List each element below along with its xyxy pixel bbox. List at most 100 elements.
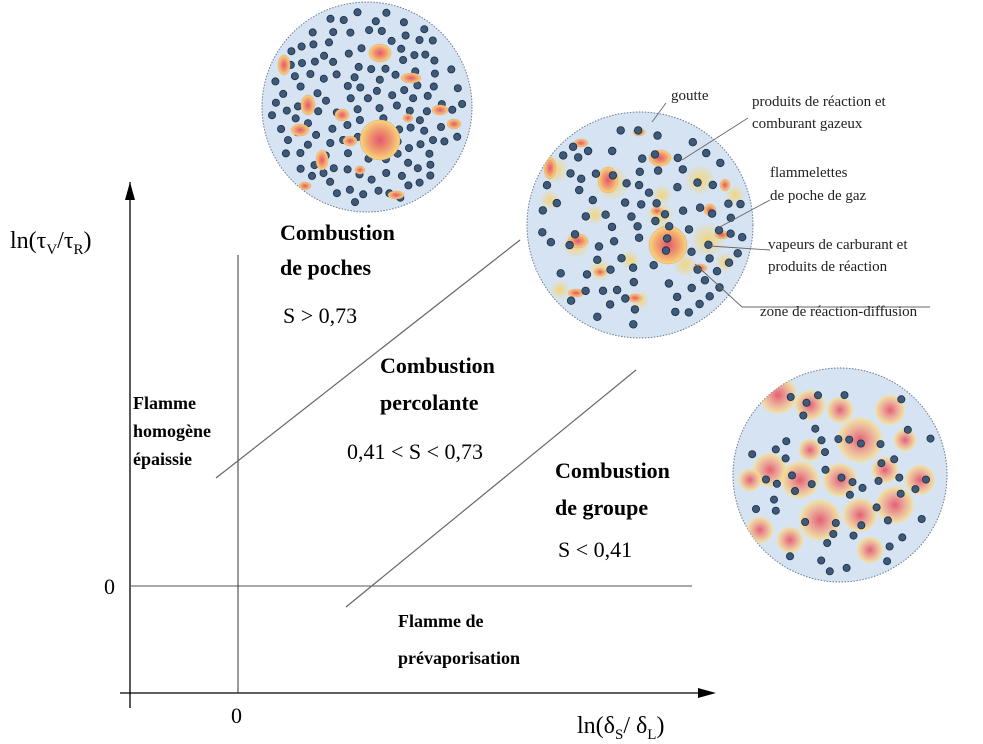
droplet <box>700 276 710 285</box>
droplet <box>608 171 618 180</box>
droplet <box>807 480 816 489</box>
gas-pocket <box>300 94 316 116</box>
gas-pocket <box>719 178 731 192</box>
droplet <box>922 475 931 484</box>
droplet <box>416 140 425 149</box>
pocket-disc-gas-pockets <box>277 43 462 200</box>
droplet <box>326 138 335 147</box>
droplet <box>425 149 434 158</box>
flamelet-halo <box>585 205 605 225</box>
droplet <box>332 189 341 198</box>
region-pockets: Combustion de poches S > 0,73 <box>280 220 395 328</box>
droplet <box>621 294 630 303</box>
droplet <box>538 228 547 237</box>
droplet <box>314 107 323 116</box>
boundary-lower <box>345 369 637 608</box>
droplet <box>663 234 672 243</box>
droplet <box>391 70 400 79</box>
droplet <box>363 94 372 103</box>
droplet <box>566 169 575 178</box>
droplet <box>712 267 722 276</box>
droplet <box>791 486 800 495</box>
droplet <box>874 476 883 485</box>
droplet <box>397 44 406 53</box>
droplet <box>271 98 280 107</box>
droplet <box>381 64 390 73</box>
droplet <box>406 123 415 132</box>
droplet <box>281 149 290 158</box>
droplet <box>399 18 408 27</box>
droplet <box>814 391 823 400</box>
droplet <box>367 65 376 74</box>
droplet <box>594 242 604 251</box>
droplet <box>447 65 456 74</box>
droplet <box>371 17 380 26</box>
droplet <box>601 210 610 219</box>
droplet <box>726 213 735 222</box>
group-disc-droplets <box>748 391 935 576</box>
droplet <box>877 459 886 468</box>
droplet <box>420 126 429 135</box>
droplet <box>634 233 644 242</box>
droplet <box>356 83 365 92</box>
droplet <box>644 188 654 197</box>
group-flame <box>738 468 762 492</box>
droplet <box>542 180 552 190</box>
droplet <box>422 107 431 116</box>
droplet <box>606 265 615 274</box>
droplet <box>319 169 328 178</box>
droplet <box>872 503 881 512</box>
droplet <box>413 164 422 173</box>
droplet <box>801 518 810 527</box>
droplet <box>308 28 317 37</box>
group-combustion-disc <box>732 367 948 583</box>
droplet <box>673 153 682 163</box>
group-flame <box>826 396 854 424</box>
droplet <box>375 75 384 84</box>
legend-flamelets-line1: flammelettes <box>770 165 848 181</box>
droplet <box>617 254 626 263</box>
droplet <box>423 91 432 100</box>
droplet <box>415 36 424 45</box>
droplet <box>321 96 330 105</box>
droplet <box>705 254 714 263</box>
droplet <box>714 226 724 235</box>
droplet <box>821 465 830 474</box>
legend-droplet: goutte <box>671 88 709 104</box>
droplet <box>608 146 617 156</box>
droplet <box>673 182 682 192</box>
droplet <box>635 167 644 176</box>
droplet <box>310 57 319 66</box>
droplet <box>279 89 288 98</box>
pocket-combustion-disc <box>261 1 473 213</box>
droplet <box>628 263 638 272</box>
pocket-disc-droplets <box>267 8 467 207</box>
droplet <box>702 148 711 158</box>
disc-legend: goutte produits de réaction et comburant… <box>671 88 918 320</box>
group-flame <box>780 460 820 500</box>
droplet <box>885 542 894 551</box>
droplet <box>575 185 584 195</box>
droplet <box>426 171 435 180</box>
y-axis-arrowhead <box>125 182 135 200</box>
droplet <box>428 36 437 45</box>
droplet <box>329 28 338 37</box>
droplet <box>297 42 306 51</box>
gas-pocket <box>359 119 401 161</box>
droplet <box>630 305 640 314</box>
group-flame <box>842 497 878 533</box>
droplet <box>329 57 338 66</box>
droplet <box>319 74 328 83</box>
droplet <box>649 261 658 270</box>
droplet <box>326 177 335 186</box>
region-group-title-line1: Combustion <box>555 458 670 483</box>
droplet <box>845 435 854 444</box>
gas-pocket <box>387 190 405 200</box>
droplet <box>365 26 374 35</box>
droplet <box>346 94 355 103</box>
droplet <box>354 62 363 71</box>
droplet <box>831 519 840 528</box>
droplet <box>811 424 820 433</box>
droplet <box>688 137 697 147</box>
droplet <box>693 178 702 187</box>
